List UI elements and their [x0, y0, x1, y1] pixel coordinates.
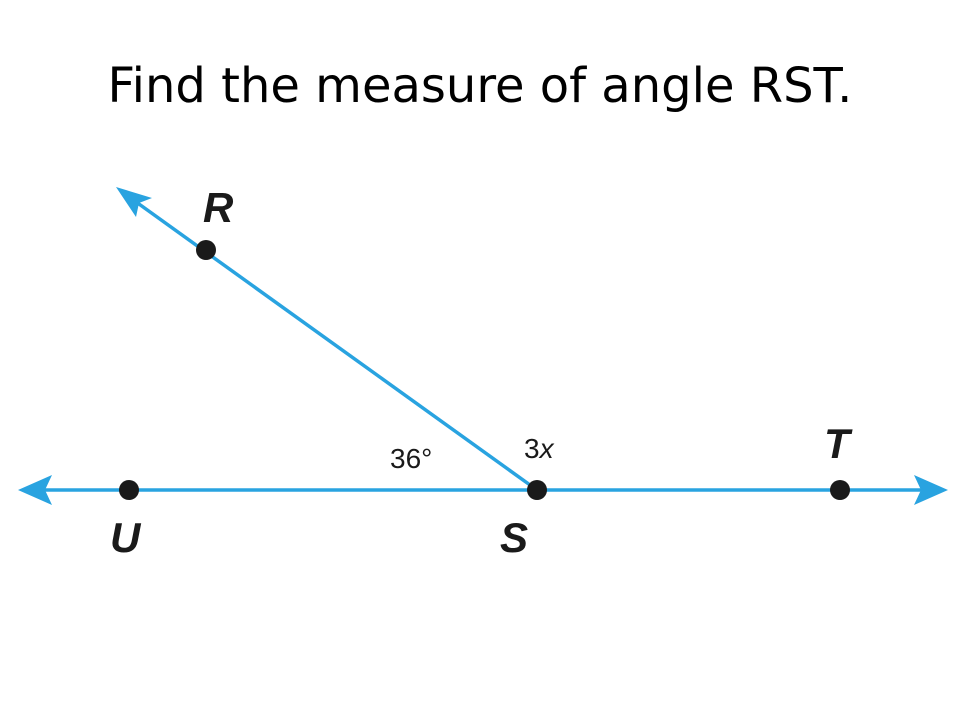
question-title: Find the measure of angle RST. — [107, 58, 853, 114]
label-u: U — [110, 514, 142, 561]
angle-rsu-label: 36° — [390, 443, 432, 474]
angle-rst-coefficient: 3 — [524, 433, 540, 464]
point-t — [830, 480, 850, 500]
ray-sr — [130, 197, 539, 492]
arrowhead-right-icon — [914, 475, 948, 505]
point-r — [196, 240, 216, 260]
point-s — [527, 480, 547, 500]
arrowhead-left-icon — [18, 475, 52, 505]
angle-rst-label: 3x — [524, 433, 555, 464]
label-s: S — [500, 514, 528, 561]
arrowhead-ray-icon — [116, 187, 152, 217]
label-r: R — [203, 184, 234, 231]
label-t: T — [824, 420, 853, 467]
point-u — [119, 480, 139, 500]
angle-rst-variable: x — [538, 433, 555, 464]
